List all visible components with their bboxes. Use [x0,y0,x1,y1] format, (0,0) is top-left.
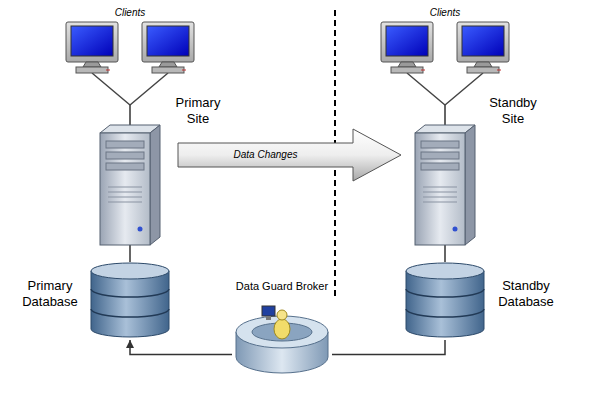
connector-line [130,340,232,355]
connector-line [129,245,131,262]
server-tower: Standby Site [415,125,475,245]
broker-label: Data Guard Broker [212,278,352,294]
server-tower-art [100,125,160,245]
client-monitors [66,22,194,105]
server-tower: Primary Site [100,125,160,245]
client-workstations: Clients [375,20,515,105]
data-flow-arrow [178,129,401,181]
broker-figure [236,306,328,373]
database-label: Standby Database [491,278,561,310]
disk-stack [406,263,484,337]
broker-console: Data Guard Broker [232,302,332,377]
server-tower-art [415,125,475,245]
client-workstations-art [375,20,515,105]
site-label: Primary Site [166,95,230,127]
database-label: Primary Database [16,278,84,310]
database-cylinder-art [90,262,170,340]
broker-console-art [232,302,332,377]
client-monitors [381,22,509,105]
server-body [415,125,475,245]
clients-label: Clients [60,5,200,21]
client-workstations: Clients [60,20,200,105]
server-body [100,125,160,245]
flow-label: Data Changes [234,149,298,161]
connectors [130,105,445,355]
database-cylinder: Standby Database [405,262,485,340]
connector-line [444,105,446,125]
disk-stack [91,263,169,337]
connector-line [129,105,131,125]
connector-line [332,340,445,355]
clients-label: Clients [375,5,515,21]
database-cylinder-art [405,262,485,340]
database-cylinder: Primary Database [90,262,170,340]
site-label: Standby Site [481,95,545,127]
connector-line [444,245,446,262]
client-workstations-art [60,20,200,105]
